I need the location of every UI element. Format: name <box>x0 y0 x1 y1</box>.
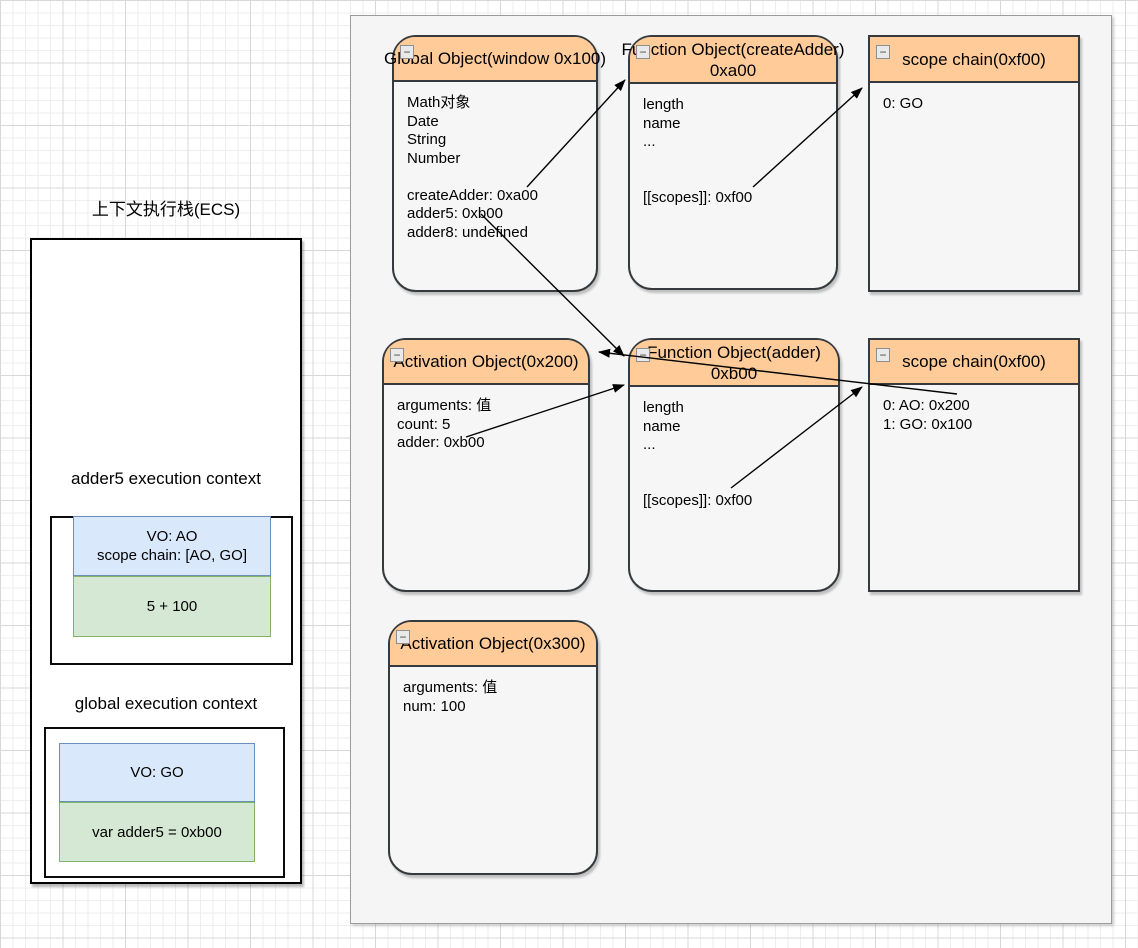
box-title: Activation Object(0x200) <box>393 352 579 371</box>
property-line: String <box>407 131 447 148</box>
property-line <box>643 170 828 189</box>
property-line: ... <box>643 436 656 453</box>
global-code-box[interactable]: var adder5 = 0xb00 <box>59 802 255 862</box>
global-object-header: − Global Object(window 0x100) <box>384 37 606 82</box>
function-object-createadder-header: − Function Object(createAdder) 0xa00 <box>622 37 845 84</box>
global-object-box[interactable]: − Global Object(window 0x100) Math对象 Dat… <box>384 35 606 292</box>
activation-object-0x300-header: − Activation Object(0x300) <box>390 622 596 667</box>
global-vo-box[interactable]: VO: GO <box>59 743 255 802</box>
global-object-body: Math对象 Date String Number createAdder: 0… <box>394 82 596 248</box>
property-line: adder: 0xb00 <box>397 434 485 451</box>
property-line: Number <box>407 149 461 167</box>
property-line: [[scopes]]: 0xf00 <box>643 491 753 509</box>
activation-object-0x200-box[interactable]: − Activation Object(0x200) arguments: 值 … <box>382 338 590 592</box>
collapse-icon[interactable]: − <box>876 348 890 362</box>
function-object-adder-body: length name ... [[scopes]]: 0xf00 <box>630 387 838 516</box>
code-line: 5 + 100 <box>146 598 198 615</box>
function-object-adder-box[interactable]: − Function Object(adder) 0xb00 length na… <box>628 338 840 592</box>
collapse-icon[interactable]: − <box>636 45 650 59</box>
scope-chain-2-body: 0: AO: 0x200 1: GO: 0x100 <box>870 385 1078 440</box>
scope-chain-2-header: − scope chain(0xf00) <box>870 340 1078 385</box>
property-line <box>643 455 830 474</box>
collapse-icon[interactable]: − <box>390 348 404 362</box>
collapse-icon[interactable]: − <box>876 45 890 59</box>
scope-chain-1-box[interactable]: − scope chain(0xf00) 0: GO <box>868 35 1080 292</box>
property-line: length <box>643 399 684 416</box>
scope-chain-1-header: − scope chain(0xf00) <box>870 37 1078 83</box>
activation-object-0x200-body: arguments: 值 count: 5 adder: 0xb00 <box>384 385 588 459</box>
box-title: Function Object(adder) 0xb00 <box>647 342 821 383</box>
property-line: arguments: 值 <box>403 679 498 696</box>
property-line <box>643 152 828 171</box>
property-line: num: 100 <box>403 697 466 715</box>
box-title: scope chain(0xf00) <box>902 352 1046 371</box>
property-line: adder5: 0xb00 <box>407 205 503 222</box>
activation-object-0x200-header: − Activation Object(0x200) <box>384 340 588 385</box>
property-line: name <box>643 417 681 435</box>
activation-object-0x300-body: arguments: 值 num: 100 <box>390 667 596 722</box>
property-line: arguments: 值 <box>397 397 492 414</box>
vo-line: VO: AO <box>146 528 198 545</box>
box-title: scope chain(0xf00) <box>902 49 1046 69</box>
property-line: Date <box>407 112 439 130</box>
property-line: 1: GO: 0x100 <box>883 415 973 433</box>
property-line: ... <box>643 133 656 150</box>
property-line: name <box>643 114 681 132</box>
collapse-icon[interactable]: − <box>636 348 650 362</box>
property-line <box>643 473 830 492</box>
box-title: Global Object(window 0x100) <box>383 49 607 68</box>
function-object-adder-header: − Function Object(adder) 0xb00 <box>630 340 838 387</box>
box-title: Function Object(createAdder) 0xa00 <box>621 39 845 80</box>
scope-chain-1-body: 0: GO <box>870 83 1078 120</box>
property-line: count: 5 <box>397 415 451 433</box>
ecs-stack-title: 上下文执行栈(ECS) <box>91 200 241 219</box>
property-line: 0: GO <box>883 95 924 112</box>
frame-heading-global: global execution context <box>74 694 258 713</box>
frame-heading-adder5: adder5 execution context <box>71 469 261 488</box>
box-title: Activation Object(0x300) <box>400 634 586 653</box>
vo-line: scope chain: [AO, GO] <box>96 547 248 564</box>
property-line <box>407 168 588 187</box>
adder5-vo-box[interactable]: VO: AO scope chain: [AO, GO] <box>73 516 271 576</box>
function-object-createadder-box[interactable]: − Function Object(createAdder) 0xa00 len… <box>622 35 845 290</box>
function-object-createadder-body: length name ... [[scopes]]: 0xf00 <box>630 84 836 213</box>
collapse-icon[interactable]: − <box>400 45 414 59</box>
collapse-icon[interactable]: − <box>396 630 410 644</box>
property-line: Math对象 <box>407 94 471 111</box>
adder5-code-box[interactable]: 5 + 100 <box>73 576 271 637</box>
property-line: adder8: undefined <box>407 223 528 241</box>
activation-object-0x300-box[interactable]: − Activation Object(0x300) arguments: 值 … <box>388 620 598 875</box>
property-line: [[scopes]]: 0xf00 <box>643 188 753 206</box>
property-line: length <box>643 96 684 113</box>
property-line: 0: AO: 0x200 <box>883 397 970 414</box>
property-line: createAdder: 0xa00 <box>407 186 538 204</box>
code-line: var adder5 = 0xb00 <box>92 823 222 841</box>
scope-chain-2-box[interactable]: − scope chain(0xf00) 0: AO: 0x200 1: GO:… <box>868 338 1080 592</box>
vo-line: VO: GO <box>130 764 184 781</box>
